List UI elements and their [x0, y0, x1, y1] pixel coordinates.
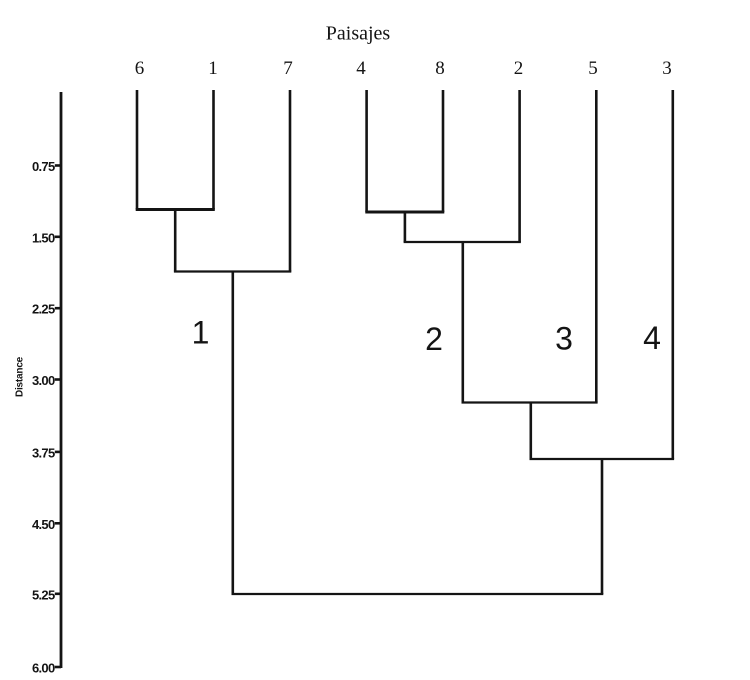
svg-text:Paisajes: Paisajes — [326, 23, 391, 45]
svg-text:5.25: 5.25 — [32, 587, 55, 602]
svg-text:3: 3 — [555, 321, 573, 357]
svg-text:1: 1 — [208, 58, 218, 79]
svg-text:1.50: 1.50 — [32, 230, 55, 245]
svg-text:6: 6 — [135, 58, 145, 79]
svg-text:2: 2 — [425, 321, 443, 357]
svg-text:4: 4 — [356, 58, 366, 79]
svg-text:3.75: 3.75 — [32, 445, 55, 460]
svg-text:6.00: 6.00 — [32, 660, 55, 675]
svg-text:4.50: 4.50 — [32, 517, 55, 532]
svg-text:0.75: 0.75 — [32, 159, 55, 174]
svg-text:7: 7 — [283, 58, 293, 79]
svg-text:Distance: Distance — [15, 356, 26, 397]
svg-text:3: 3 — [662, 58, 672, 79]
svg-text:2.25: 2.25 — [32, 302, 55, 317]
svg-text:2: 2 — [514, 58, 524, 79]
svg-text:4: 4 — [643, 320, 661, 356]
svg-text:8: 8 — [435, 58, 445, 79]
svg-text:1: 1 — [192, 315, 210, 351]
svg-text:3.00: 3.00 — [32, 373, 55, 388]
svg-text:5: 5 — [588, 58, 598, 79]
